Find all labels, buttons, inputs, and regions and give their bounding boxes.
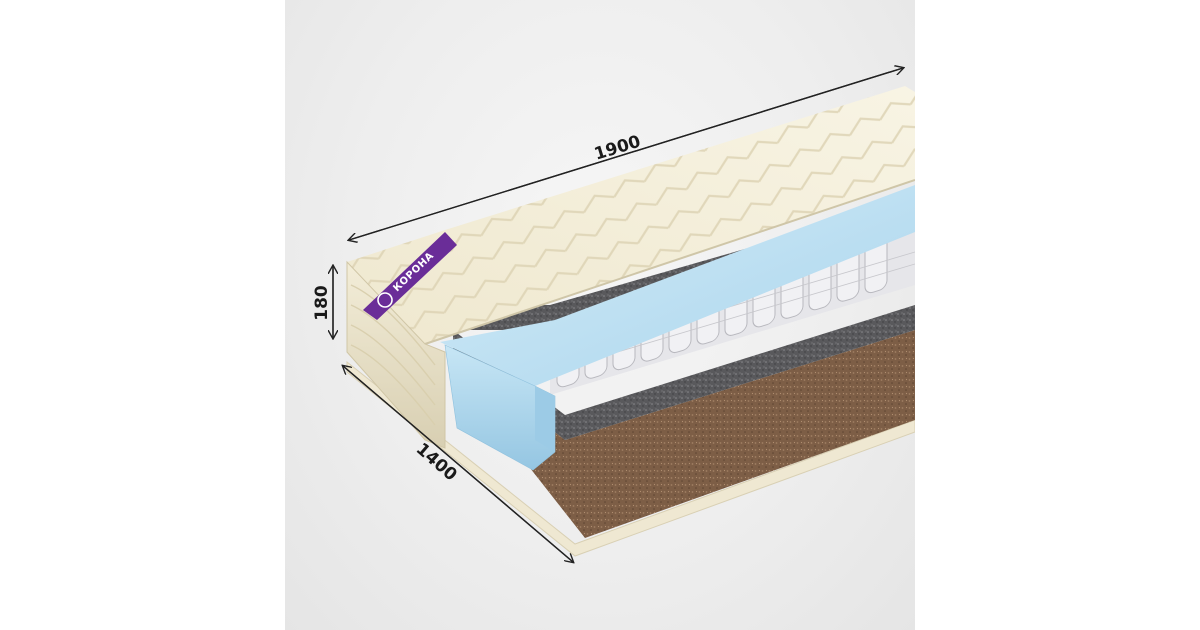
base-cover bbox=[346, 360, 915, 557]
height-label: 180 bbox=[312, 285, 332, 321]
coconut-layer bbox=[453, 330, 915, 538]
memory-foam-top bbox=[440, 185, 915, 386]
cover-seam bbox=[424, 179, 915, 345]
mattress-illustration: КОРОНА 1900 180 1400 bbox=[312, 0, 915, 630]
length-label: 1900 bbox=[592, 132, 643, 165]
memory-foam-corner bbox=[535, 386, 555, 452]
side-quilting bbox=[350, 284, 436, 426]
quilt-pattern bbox=[347, 86, 915, 344]
brand-logo-icon bbox=[377, 292, 393, 308]
product-photo: КОРОНА 1900 180 1400 bbox=[285, 0, 915, 630]
dimension-arrows bbox=[333, 68, 903, 562]
